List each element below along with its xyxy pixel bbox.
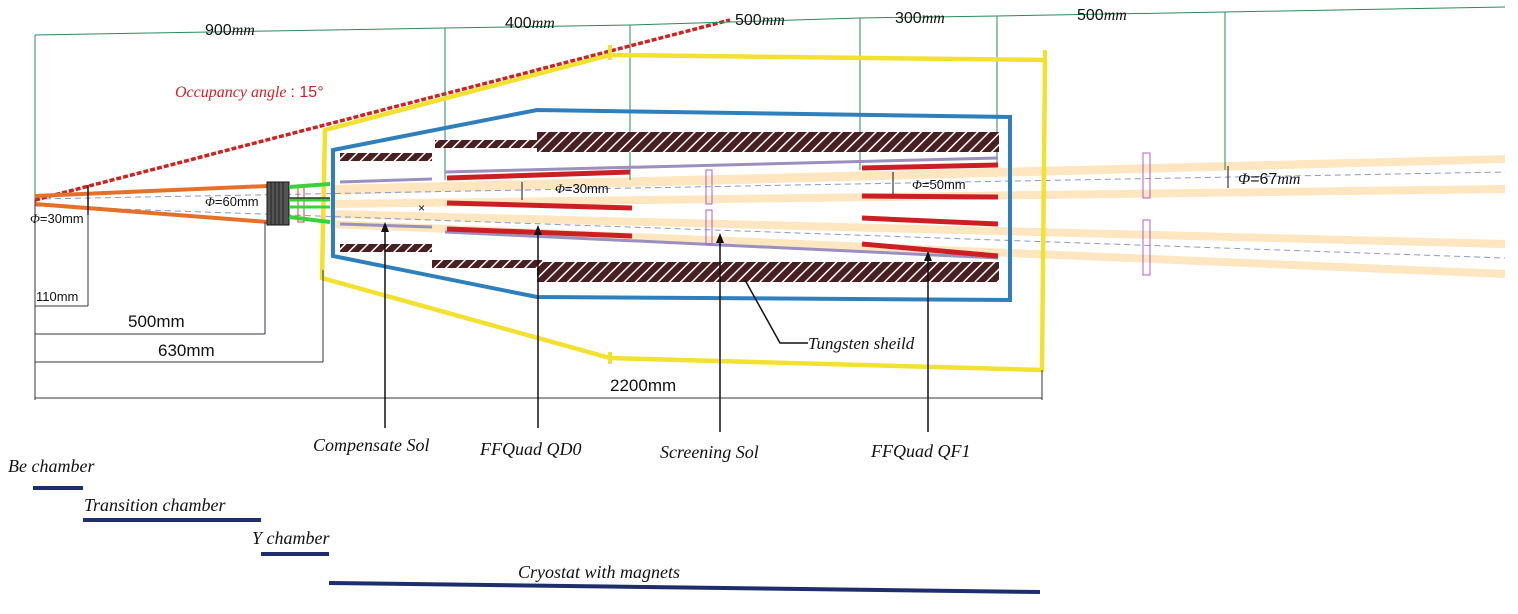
dim-900-label: 900 [205,22,232,39]
svg-text:500mm: 500mm [1077,7,1127,24]
phi-50-symbol: Φ [912,177,922,192]
interaction-point-marker: × [418,201,425,215]
ffquad-qf1-label: FFQuad QF1 [870,441,970,461]
dim-500-bottom-label: 500mm [128,312,185,331]
screening-sol-slots [705,152,1151,276]
legend-transition-chamber-label: Transition chamber [84,495,227,515]
svg-text:300mm: 300mm [895,10,945,27]
cryostat-outline [319,52,1048,373]
phi-67-unit: mm [1277,171,1300,188]
phi-30-inner-value: =30mm [565,181,609,196]
legend-be-chamber-label: Be chamber [8,456,95,476]
phi-60-value: =60mm [215,194,259,209]
dim-500b-unit: mm [1104,7,1127,24]
svg-text:900mm: 900mm [205,22,255,39]
dim-500b-label: 500 [1077,7,1104,24]
ffquad-qf1-magnets [861,162,999,259]
svg-text:400mm: 400mm [505,15,555,32]
dim-400-label: 400 [505,15,532,32]
svg-text:Φ=50mm: Φ=50mm [912,177,966,192]
phi-67-symbol: Φ [1238,171,1250,188]
dim-300-unit: mm [922,10,945,27]
compensate-sol-label: Compensate Sol [313,435,430,455]
chamber-legend: Be chamber Transition chamber Y chamber … [8,456,1041,594]
phi-30-left-symbol: Φ [30,211,40,226]
occupancy-angle-line [34,18,731,202]
phi-30-inner-symbol: Φ [555,181,565,196]
phi-50-value: =50mm [922,177,966,192]
phi-67-value: =67 [1250,171,1277,188]
phi-60-symbol: Φ [205,194,215,209]
legend-y-chamber-label: Y chamber [252,528,330,548]
svg-text:Φ=60mm: Φ=60mm [205,194,259,209]
svg-text:500mm: 500mm [735,12,785,29]
svg-text:Occupancy angle: 15°: Occupancy angle: 15° [175,84,324,101]
dim-500a-label: 500 [735,12,762,29]
svg-text:Φ=67mm: Φ=67mm [1238,171,1300,188]
ffquad-qd0-label: FFQuad QD0 [479,439,582,459]
beam-pipe [34,184,269,224]
top-dimension-lines [34,6,1506,200]
occupancy-angle-label: Occupancy angle [175,84,287,101]
dim-900-unit: mm [232,22,255,39]
shield-outline [331,107,1012,303]
dim-2200-label: 2200mm [610,376,676,395]
tungsten-shield-blocks [340,132,999,282]
dim-300-label: 300 [895,10,922,27]
tungsten-shield-label: Tungsten sheild [808,334,915,353]
screening-sol-label: Screening Sol [660,442,759,462]
occupancy-angle-value: : 15° [291,84,324,101]
flange-bellows [266,181,331,226]
legend-cryostat-label: Cryostat with magnets [518,562,680,582]
legend-cryostat-bar [328,581,1041,594]
dim-500a-unit: mm [762,12,785,29]
dim-630-label: 630mm [158,341,215,360]
svg-text:Φ=30mm: Φ=30mm [30,211,84,226]
dim-400-unit: mm [532,15,555,32]
phi-30-left-value: =30mm [40,211,84,226]
leader-lines [384,230,929,432]
svg-text:Φ=30mm: Φ=30mm [555,181,609,196]
dim-110-label: 110mm [36,289,78,304]
